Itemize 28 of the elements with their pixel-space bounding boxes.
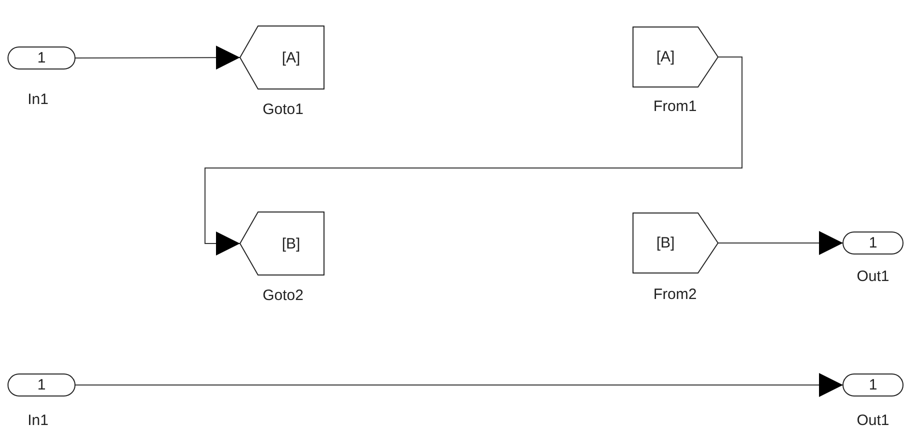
signal-arrow xyxy=(204,56,742,256)
block-name: Out1 xyxy=(856,413,890,428)
block-name: Goto2 xyxy=(262,288,304,303)
block-name: Goto1 xyxy=(262,102,304,117)
block-label: [B] xyxy=(655,236,676,250)
block-label: 1 xyxy=(868,236,878,250)
block-name: From2 xyxy=(653,287,697,302)
block-name: In1 xyxy=(28,92,48,107)
block-label: [B] xyxy=(280,236,302,251)
block-label: [A] xyxy=(655,50,676,64)
block-name: Out1 xyxy=(856,269,890,284)
goto-block xyxy=(240,26,324,89)
signal-arrow xyxy=(718,231,844,255)
block-name: From1 xyxy=(653,99,697,114)
port-block xyxy=(843,374,903,396)
block-label: 1 xyxy=(868,378,878,392)
signal-arrow xyxy=(74,373,844,397)
block-label: 1 xyxy=(36,378,47,392)
block-label: 1 xyxy=(36,50,47,66)
port-block xyxy=(8,374,75,396)
block-name: In1 xyxy=(28,413,48,428)
from-block xyxy=(633,213,718,273)
from-block xyxy=(633,27,718,87)
signal-arrow xyxy=(74,46,240,70)
block-label: [A] xyxy=(280,50,302,65)
port-block xyxy=(8,47,75,69)
goto-block xyxy=(240,212,324,275)
port-block xyxy=(843,232,903,254)
